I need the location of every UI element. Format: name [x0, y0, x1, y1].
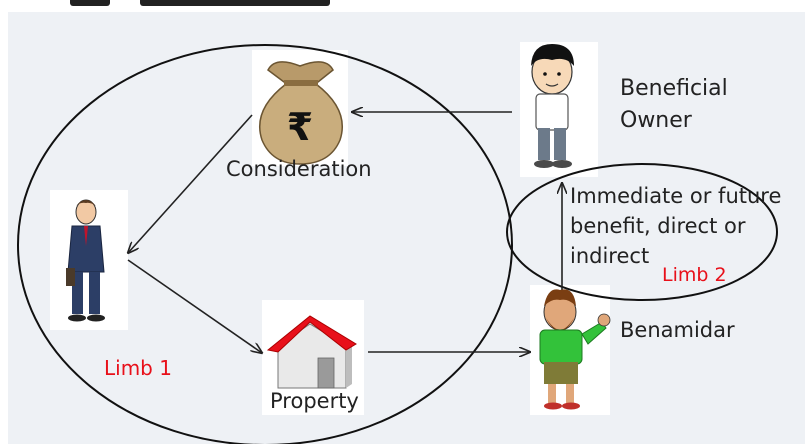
- house-icon: [266, 315, 357, 389]
- benefit-text-line1: Immediate or future: [570, 184, 782, 208]
- property-label: Property: [270, 389, 359, 413]
- bearded-man-waving-icon: [539, 289, 611, 410]
- diagram-panel: [8, 12, 805, 444]
- limb1-label: Limb 1: [104, 356, 172, 380]
- header-fragment: [140, 0, 330, 6]
- arrow-transferor-to-property: [127, 259, 262, 353]
- limb2-ellipse: [506, 163, 778, 301]
- beneficial-owner-label-line2: Owner: [620, 108, 692, 133]
- header-fragment: [70, 0, 110, 6]
- limb1-ellipse: [17, 44, 513, 444]
- beneficial-owner-label-line1: Beneficial: [620, 76, 728, 101]
- money-bag-rupee-icon: ₹: [258, 61, 344, 165]
- benefit-text-line3: indirect: [570, 244, 650, 268]
- benefit-text-line2: benefit, direct or: [570, 214, 746, 238]
- boy-figure-icon: [531, 44, 574, 168]
- consideration-label: Consideration: [226, 157, 372, 181]
- limb2-label: Limb 2: [662, 264, 727, 286]
- benamidar-label: Benamidar: [620, 318, 735, 342]
- businessman-icon: [66, 199, 105, 322]
- svg-text:₹: ₹: [287, 105, 313, 149]
- arrow-consideration-to-transferor: [128, 114, 253, 253]
